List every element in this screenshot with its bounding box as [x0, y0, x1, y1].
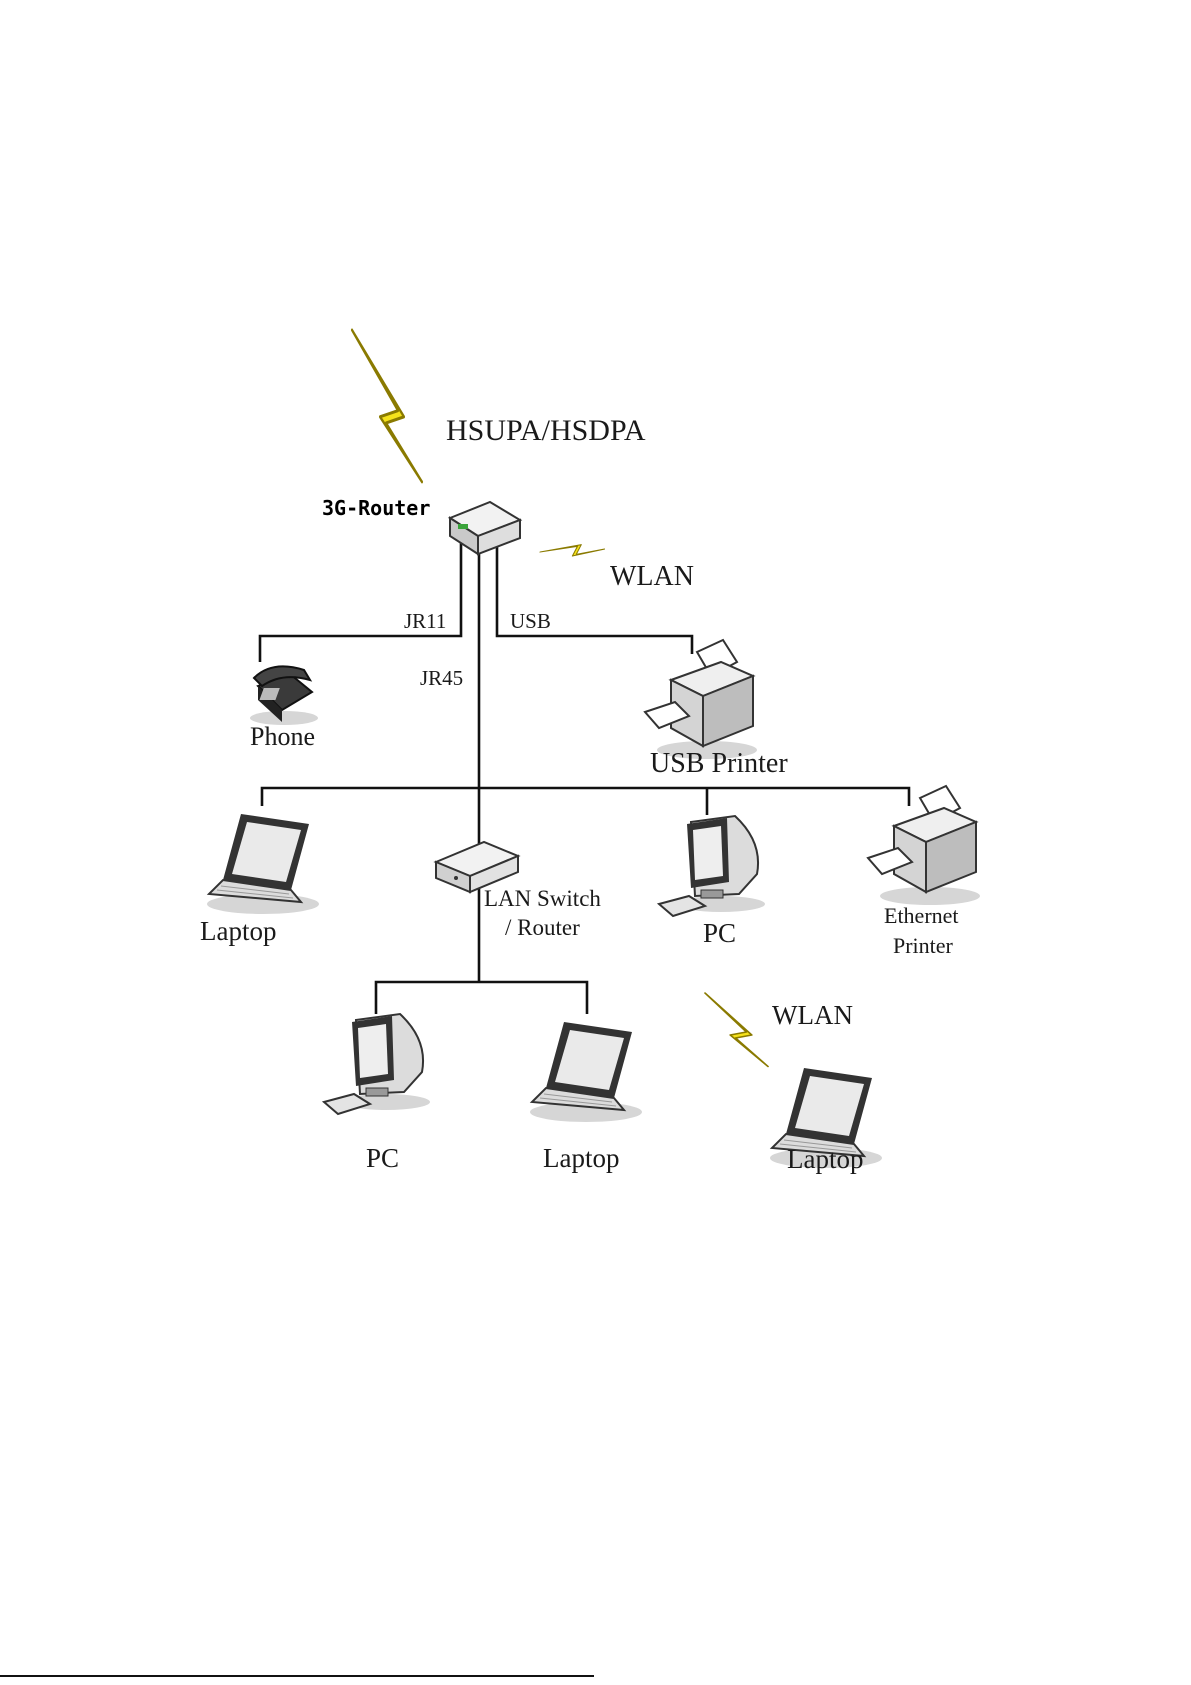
pc-bottom-icon	[324, 1014, 430, 1114]
wlan-bottom-label: WLAN	[772, 1000, 853, 1030]
pc-bottom-label: PC	[366, 1143, 399, 1173]
lan-switch-label-line2: / Router	[505, 915, 580, 940]
jr45-label: JR45	[420, 666, 463, 690]
laptop-bottom-middle-icon	[530, 1022, 642, 1122]
phone-icon	[250, 666, 318, 725]
hsupa-hsdpa-label: HSUPA/HSDPA	[446, 414, 646, 447]
laptop-left-label: Laptop	[200, 916, 276, 946]
wlan-bottom-bolt-icon	[705, 993, 768, 1067]
lan-switch-icon	[436, 842, 518, 892]
usb-printer-label: USB Printer	[650, 748, 788, 779]
ethernet-printer-label-line1: Ethernet	[884, 903, 959, 928]
usb-printer-icon	[645, 640, 757, 759]
laptop-left-icon	[207, 814, 319, 914]
pc-middle-label: PC	[703, 918, 736, 948]
wlan-signal-bolt-icon	[540, 519, 604, 582]
usb-label: USB	[510, 609, 551, 633]
lan-switch-label-line1: LAN Switch	[484, 886, 601, 911]
pc-middle-icon	[659, 816, 765, 916]
laptop-bottom-right-label: Laptop	[787, 1144, 863, 1174]
ethernet-printer-icon	[868, 786, 980, 905]
router-label: 3G-Router	[322, 496, 430, 520]
cellular-signal-bolt-icon	[352, 330, 422, 482]
wlan-top-label: WLAN	[610, 561, 694, 592]
ethernet-printer-label-line2: Printer	[893, 933, 954, 958]
jr11-label: JR11	[404, 609, 446, 633]
laptop-bottom-middle-label: Laptop	[543, 1143, 619, 1173]
connection-lines	[260, 530, 909, 1014]
phone-label: Phone	[250, 722, 315, 751]
